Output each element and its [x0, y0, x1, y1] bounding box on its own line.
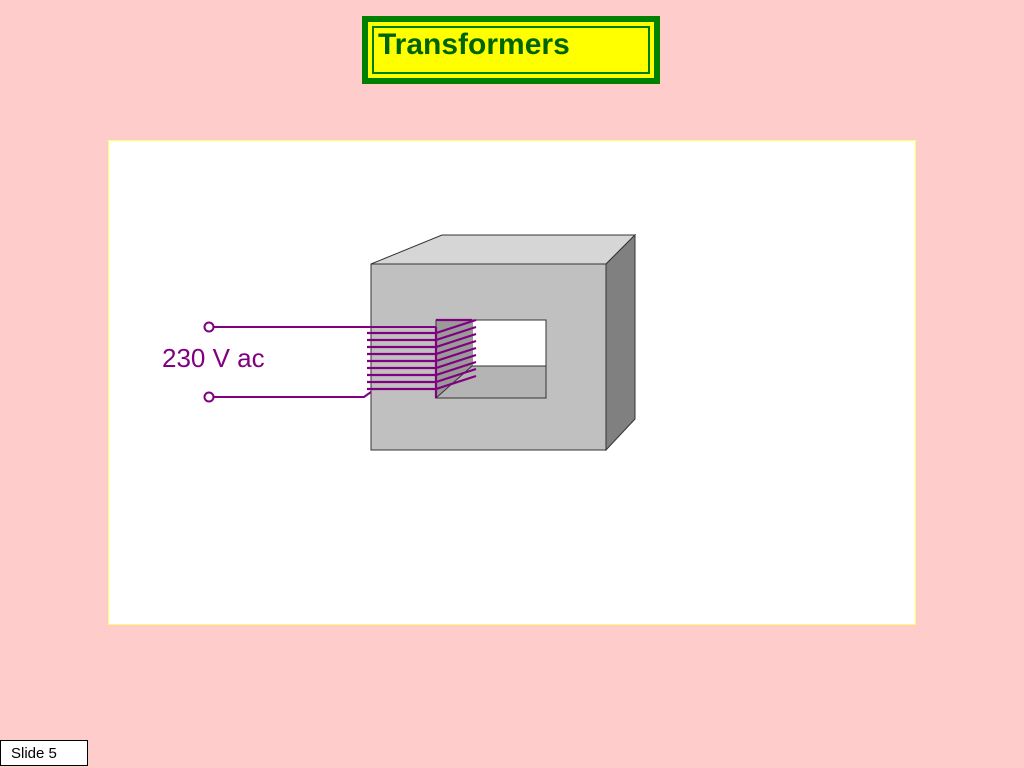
slide-number-label: Slide 5: [0, 740, 88, 766]
core-side-face: [605, 233, 636, 452]
transformer-core-icon: [370, 263, 607, 451]
terminal-circle-icon: [203, 321, 215, 403]
voltage-label: 230 V ac: [162, 343, 265, 373]
primary-coil-icon: [367, 318, 477, 398]
transformer-diagram: [203, 233, 637, 452]
lower-lead-wire: [214, 391, 372, 398]
title-inner-border: [372, 26, 650, 74]
core-top-face: [370, 234, 637, 265]
diagram-panel: 230 V ac: [108, 140, 916, 625]
title-box: Transformers: [362, 16, 660, 84]
core-window-hole: [471, 319, 547, 367]
page-title: Transformers: [378, 28, 570, 61]
